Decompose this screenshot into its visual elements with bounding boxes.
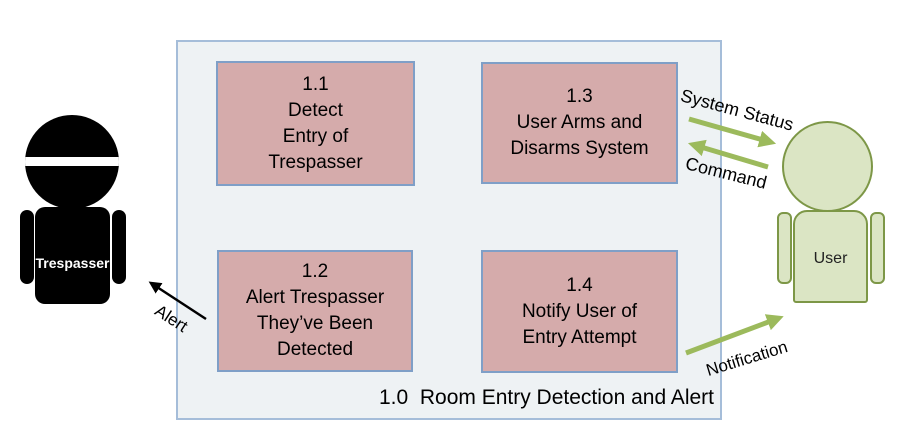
process-text-line: Detected (276, 339, 354, 360)
process-text-line: Detect (288, 99, 343, 121)
process-id: 1.4 (566, 274, 593, 296)
process-text-line: Disarms System (510, 138, 649, 159)
process-id: 1.1 (302, 73, 329, 95)
user-label: User (813, 249, 848, 267)
process-text-line: Entry Attempt (522, 326, 637, 348)
user-head-icon (782, 121, 873, 212)
process-1-3: 1.3 User Arms and Disarms System (481, 62, 678, 184)
process-id: 1.3 (566, 86, 593, 107)
trespasser-label: Trespasser (35, 254, 110, 271)
process-1-2: 1.2 Alert Trespasser They’ve Been Detect… (217, 250, 413, 372)
process-text-line: Trespasser (268, 151, 363, 173)
user-right-arm (870, 212, 885, 284)
user-body: User (793, 210, 868, 303)
process-id: 1.2 (301, 261, 329, 282)
trespasser-head-icon (25, 115, 119, 209)
diagram-title: 1.0 Room Entry Detection and Alert (378, 386, 714, 409)
process-text-line: User Arms and (516, 112, 643, 133)
process-text-line: Alert Trespasser (245, 287, 385, 308)
trespasser-right-arm (112, 210, 126, 284)
process-text-line: Notify User of (521, 300, 638, 322)
process-text-line: They’ve Been (256, 313, 374, 334)
process-1-4: 1.4 Notify User of Entry Attempt (481, 250, 678, 373)
trespasser-mask-stripe (25, 157, 119, 166)
process-text-line: Entry of (282, 125, 349, 147)
process-1-1: 1.1 Detect Entry of Trespasser (216, 61, 415, 186)
trespasser-left-arm (20, 210, 34, 284)
trespasser-body: Trespasser (35, 207, 110, 304)
user-left-arm (777, 212, 792, 284)
